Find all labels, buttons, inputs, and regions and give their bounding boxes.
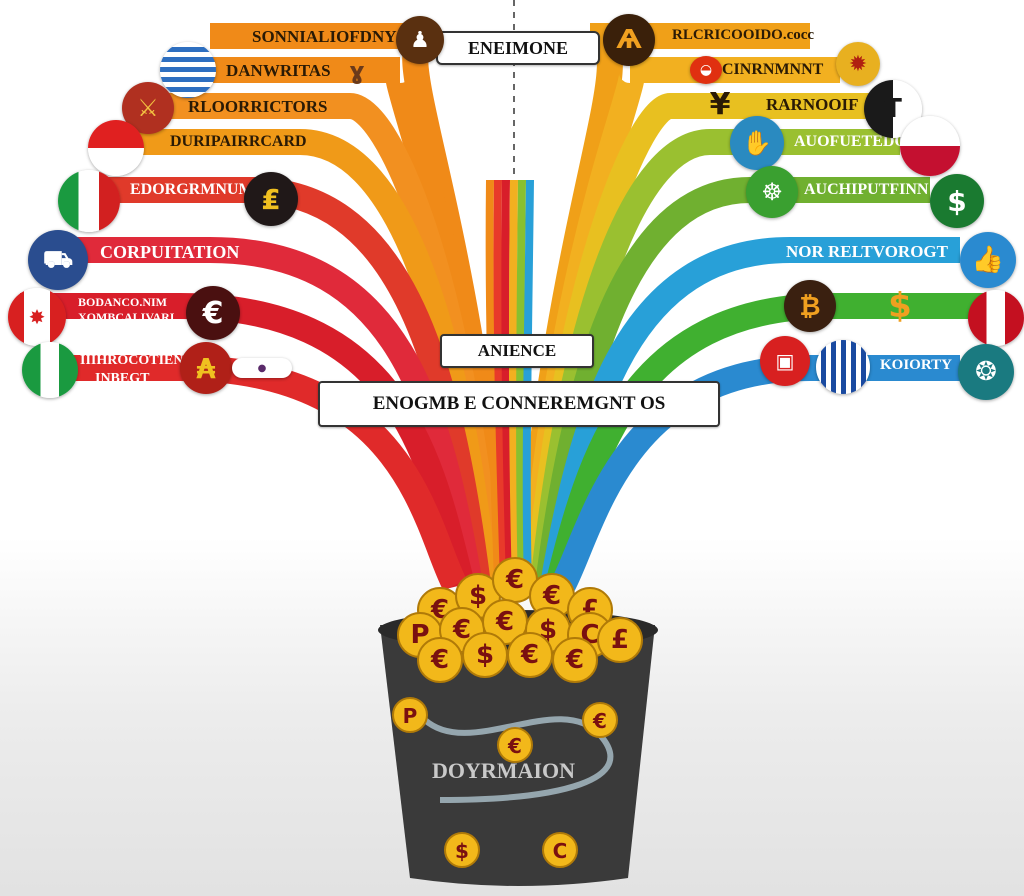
right-label-3: RARNOOIF xyxy=(766,95,859,114)
left-label-6: CORPUITATION xyxy=(100,242,240,262)
right-label-1: RLCRICOOIDO.cocc xyxy=(672,27,815,43)
left-label-2: DANWRITAS xyxy=(226,61,331,80)
svg-text:€: € xyxy=(520,640,539,670)
svg-text:€: € xyxy=(507,734,522,758)
top-box: ENEIMONE xyxy=(436,31,600,65)
dollar-icon: $ xyxy=(888,286,912,326)
coin: € xyxy=(529,573,575,619)
flag-poland-icon xyxy=(900,116,960,176)
circle-emblem-icon: ❂ xyxy=(958,344,1014,400)
bottom-box: ENOGMB E CONNEREMGNT OS xyxy=(318,381,720,427)
svg-text:$: $ xyxy=(455,839,469,863)
lasso-icon: ɣ xyxy=(349,57,365,85)
svg-text:€: € xyxy=(505,565,524,595)
flag-greece-icon xyxy=(816,340,870,394)
middle-box: ANIENCE xyxy=(440,334,594,368)
svg-text:€: € xyxy=(452,615,471,645)
svg-text:€: € xyxy=(592,709,607,733)
car-icon: ⛟ xyxy=(28,230,88,290)
left-label-7: BODANCO.NIM xyxy=(78,295,167,309)
food-bowl-icon: ☸ xyxy=(746,166,798,218)
svg-text:€: € xyxy=(565,645,584,675)
coin: € xyxy=(417,637,463,683)
right-label-4: AUOFUETEDO xyxy=(794,133,907,150)
left-label-10: INBEGT xyxy=(95,371,150,386)
svg-text:P: P xyxy=(403,704,418,728)
coin: C xyxy=(542,832,578,868)
coin: € xyxy=(552,637,598,683)
globe-flag-icon xyxy=(160,42,216,98)
svg-text:C: C xyxy=(553,839,568,863)
left-label-9: IIIHROCOTIEN xyxy=(80,353,184,368)
left-label-4: DURIPAIRRCARD xyxy=(170,133,307,150)
euro-coin-icon-2: ₳ xyxy=(180,342,232,394)
flag-peru-icon xyxy=(968,290,1024,346)
coin: € xyxy=(582,702,618,738)
svg-text:P: P xyxy=(410,620,429,650)
flag-pill-icon: ● xyxy=(232,358,292,378)
right-label-7: KOIORTY xyxy=(880,357,952,373)
flag-nigeria-icon xyxy=(22,342,78,398)
coin: P xyxy=(392,697,428,733)
svg-text:$: $ xyxy=(469,581,487,611)
flag-italy-icon xyxy=(58,170,120,232)
left-label-1: SONNIALIOFDNY xyxy=(252,27,397,46)
svg-text:£: £ xyxy=(611,625,629,655)
svg-text:€: € xyxy=(542,581,561,611)
right-label-5: AUCHIPUTFINN xyxy=(804,181,929,198)
coin: $ xyxy=(462,632,508,678)
svg-text:€: € xyxy=(430,645,449,675)
coin: € xyxy=(497,727,533,763)
bitcoin-icon: ₿ xyxy=(784,280,836,332)
right-label-2: CINRNMNNT xyxy=(722,61,824,78)
emblem-icon: ✹ xyxy=(836,42,880,86)
euro-coin-icon: € xyxy=(186,286,240,340)
right-stream-8 xyxy=(551,355,960,592)
coin: $ xyxy=(444,832,480,868)
right-label-6: NOR RELTVOROGT xyxy=(786,242,948,261)
coin: € xyxy=(482,599,528,645)
flag-red-icon xyxy=(88,120,144,176)
left-label-5: EDORGRMNUM xyxy=(130,181,254,198)
left-label-3: RLOORRICTORS xyxy=(188,97,328,116)
arch-icon: Ѧ xyxy=(603,14,655,66)
coin: € xyxy=(507,632,553,678)
flag-canada-icon: ✸ xyxy=(8,288,66,346)
person-icon: ♟ xyxy=(396,16,444,64)
thumbs-icon: ✋ xyxy=(730,116,784,170)
flag-pin-icon: ▣ xyxy=(760,336,810,386)
pound-coin-icon: ₤ xyxy=(244,172,298,226)
yen-icon: ¥ xyxy=(709,86,731,122)
bucket-label: DOYRMAION xyxy=(432,758,575,783)
svg-text:€: € xyxy=(495,607,514,637)
dollar-coin-icon: $ xyxy=(930,174,984,228)
thumbs-up-icon: 👍 xyxy=(960,232,1016,288)
left-label-8: XOMBCALIVARI xyxy=(78,310,175,324)
coin: £ xyxy=(597,617,643,663)
svg-text:$: $ xyxy=(476,640,494,670)
food-icon: ◒ xyxy=(690,56,722,84)
